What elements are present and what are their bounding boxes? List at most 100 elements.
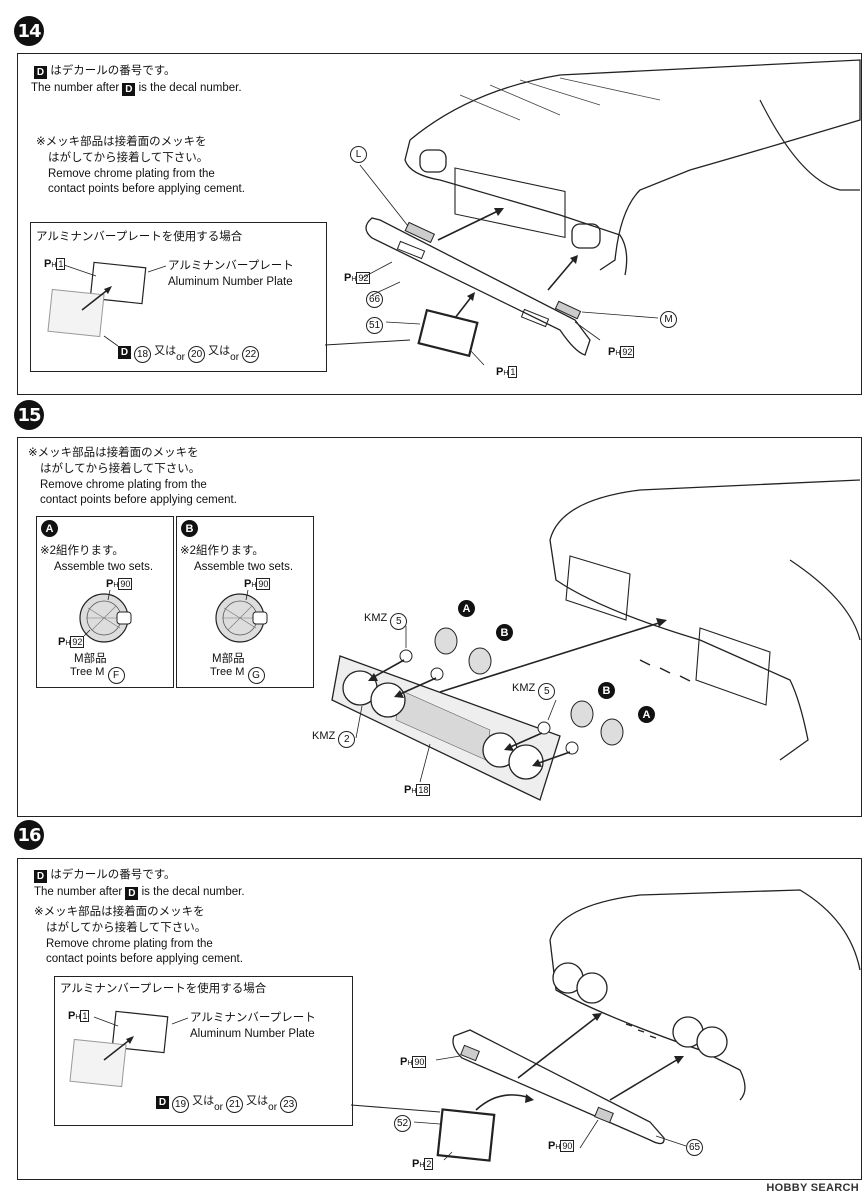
or-en: or [214, 1102, 224, 1113]
step-15-mark-A1: A [458, 600, 475, 617]
step-14-plate-en: Aluminum Number Plate [168, 276, 293, 288]
ph-prefix: PH [344, 272, 357, 284]
decal-note-en-pre: The number after [31, 82, 120, 94]
or-jp: 又は [208, 345, 231, 357]
ph-number: 1 [56, 258, 66, 270]
decal-icon: D [118, 346, 131, 359]
ph-number: 90 [560, 1140, 575, 1152]
step-14-plate-title: アルミナンバープレートを使用する場合 [36, 231, 243, 243]
kmz-number: 5 [538, 683, 556, 700]
decal-note-en-pre: The number after [34, 886, 123, 898]
ph-number: 2 [424, 1158, 434, 1170]
ph-prefix: PH [404, 784, 417, 796]
decal-note-text: はデカールの番号です。 [50, 869, 176, 881]
step-14-chrome-jp-1: ※メッキ部品は接着面のメッキを [36, 136, 207, 148]
ph-number: 90 [412, 1056, 427, 1068]
box-A-en: Assemble two sets. [54, 561, 154, 573]
step-16-part-52: 52 [394, 1114, 411, 1132]
step-14-decal-note-en: The number after D is the decal number. [31, 81, 242, 96]
tree-letter: F [107, 667, 125, 684]
ph-prefix: PH [106, 578, 119, 590]
decal-note-en-post: is the decal number. [138, 82, 242, 94]
part-number: 65 [686, 1139, 703, 1156]
or-jp: 又は [154, 345, 177, 357]
box-B-jp: ※2組作ります。 [180, 545, 264, 557]
box-A-tree-jp: M部品 [74, 653, 107, 665]
box-B-letter: B [181, 520, 198, 537]
decal-icon: D [122, 83, 136, 96]
step-16-chrome-en-1: Remove chrome plating from the [46, 938, 213, 950]
step-14-part-51: 51 [366, 316, 383, 334]
tree-label: Tree M [210, 666, 245, 678]
step-14-illustration [47, 59, 861, 366]
kmz-label: KMZ [364, 612, 388, 624]
decal-number: 19 [172, 1096, 190, 1113]
decal-icon: D [156, 1096, 169, 1109]
decal-number: 21 [226, 1096, 244, 1113]
or-jp: 又は [246, 1095, 269, 1107]
part-letter: L [350, 146, 367, 163]
step-15-kmz5-left: KMZ 5 [364, 612, 408, 630]
step-15-badge: 15 [14, 400, 44, 430]
step-15-mark-B1: B [496, 624, 513, 641]
ph-prefix: PH [244, 578, 257, 590]
step-15-illustration [79, 479, 861, 801]
step-16-plate-title: アルミナンバープレートを使用する場合 [60, 983, 267, 995]
step-14-part-66: 66 [366, 290, 383, 308]
step-16-chrome-en-2: contact points before applying cement. [46, 953, 243, 965]
box-B-en: Assemble two sets. [194, 561, 294, 573]
decal-note-en-post: is the decal number. [141, 886, 245, 898]
box-A-letter: A [41, 520, 58, 537]
ph-number: 90 [256, 578, 271, 590]
decal-number: 20 [188, 346, 206, 363]
kmz-number: 2 [338, 731, 356, 748]
step-15-kmz2: KMZ 2 [312, 730, 356, 748]
ph-prefix: PH [548, 1140, 561, 1152]
step-15-mark-A2: A [638, 706, 655, 723]
ph-prefix: PH [496, 366, 509, 378]
box-B-tree-en: Tree M G [210, 666, 265, 684]
kmz-number: 5 [390, 613, 408, 630]
tree-letter: G [247, 667, 265, 684]
step-14-chrome-en-1: Remove chrome plating from the [48, 168, 215, 180]
kmz-label: KMZ [512, 682, 536, 694]
ph-number: 1 [508, 366, 518, 378]
box-B-tree-jp: M部品 [212, 653, 245, 665]
step-14-chrome-en-2: contact points before applying cement. [48, 183, 245, 195]
ph-prefix: PH [412, 1158, 425, 1170]
ph-prefix: PH [44, 258, 57, 270]
box-letter: B [181, 520, 198, 537]
decal-icon: D [34, 66, 47, 79]
decal-number: 23 [280, 1096, 298, 1113]
ph-prefix: PH [608, 346, 621, 358]
decal-note-text: はデカールの番号です。 [50, 65, 176, 77]
assembly-mark: B [496, 624, 513, 641]
step-16-decal-note-en: The number after D is the decal number. [34, 885, 245, 900]
tree-label: Tree M [70, 666, 105, 678]
ph-prefix: PH [58, 636, 71, 648]
part-number: 66 [366, 291, 383, 308]
step-14-part-M: M [660, 310, 677, 328]
part-number: 51 [366, 317, 383, 334]
or-en: or [176, 352, 186, 363]
step-14-badge: 14 [14, 16, 44, 46]
step-14-decal-options: D 18 又はor 20 又はor 22 [118, 342, 260, 363]
step-15-chrome-jp-1: ※メッキ部品は接着面のメッキを [28, 447, 199, 459]
ph-number: 90 [118, 578, 133, 590]
step-16-decal-options: D 19 又はor 21 又はor 23 [156, 1092, 298, 1113]
step-15-kmz5-right: KMZ 5 [512, 682, 556, 700]
part-number: 52 [394, 1115, 411, 1132]
step-16-chrome-jp-2: はがしてから接着して下さい。 [46, 922, 207, 934]
step-14-chrome-jp-2: はがしてから接着して下さい。 [48, 152, 209, 164]
